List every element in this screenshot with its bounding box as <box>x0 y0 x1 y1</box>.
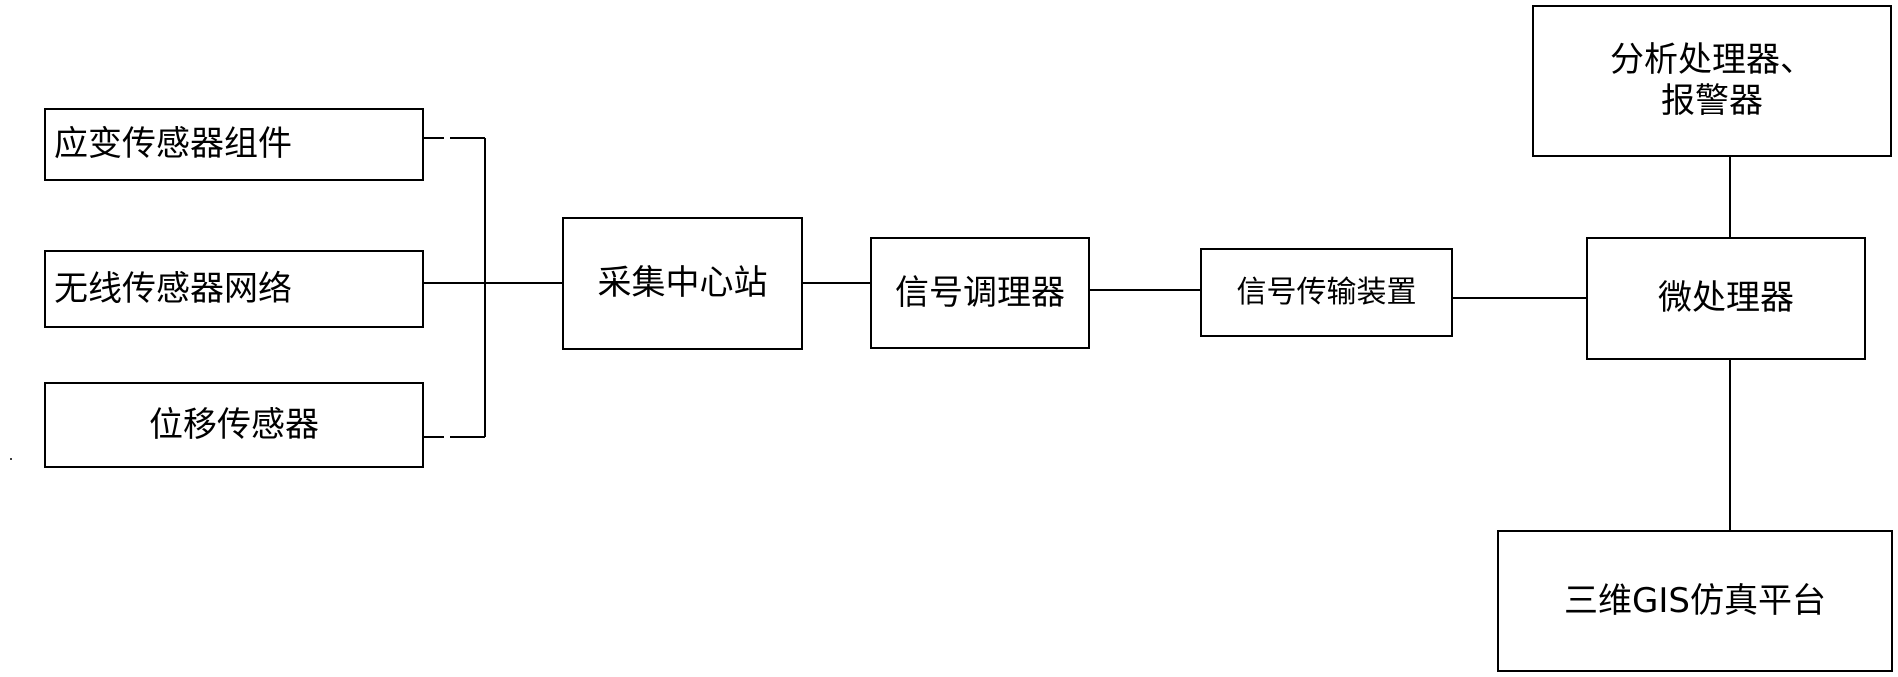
signal-transmission-device-box: 信号传输装置 <box>1200 248 1453 337</box>
3d-gis-simulation-platform-label: 三维GIS仿真平台 <box>1564 580 1826 621</box>
signal-conditioner-box: 信号调理器 <box>870 237 1090 349</box>
strain-sensor-assembly-box: 应变传感器组件 <box>44 108 424 181</box>
collection-center-box: 采集中心站 <box>562 217 803 350</box>
displacement-sensor-label: 位移传感器 <box>149 404 319 445</box>
analyzer-alarm-label: 分析处理器、 报警器 <box>1610 40 1814 121</box>
microprocessor-label: 微处理器 <box>1658 278 1794 319</box>
signal-transmission-device-label: 信号传输装置 <box>1236 274 1417 310</box>
analyzer-alarm-box: 分析处理器、 报警器 <box>1532 5 1892 157</box>
stray-dot <box>10 458 12 460</box>
signal-conditioner-label: 信号调理器 <box>895 272 1065 313</box>
wireless-sensor-network-box: 无线传感器网络 <box>44 250 424 328</box>
microprocessor-box: 微处理器 <box>1586 237 1866 360</box>
strain-sensor-assembly-label: 应变传感器组件 <box>54 124 292 165</box>
displacement-sensor-box: 位移传感器 <box>44 382 424 468</box>
wireless-sensor-network-label: 无线传感器网络 <box>54 268 292 309</box>
3d-gis-simulation-platform-box: 三维GIS仿真平台 <box>1497 530 1893 672</box>
collection-center-label: 采集中心站 <box>597 263 768 304</box>
